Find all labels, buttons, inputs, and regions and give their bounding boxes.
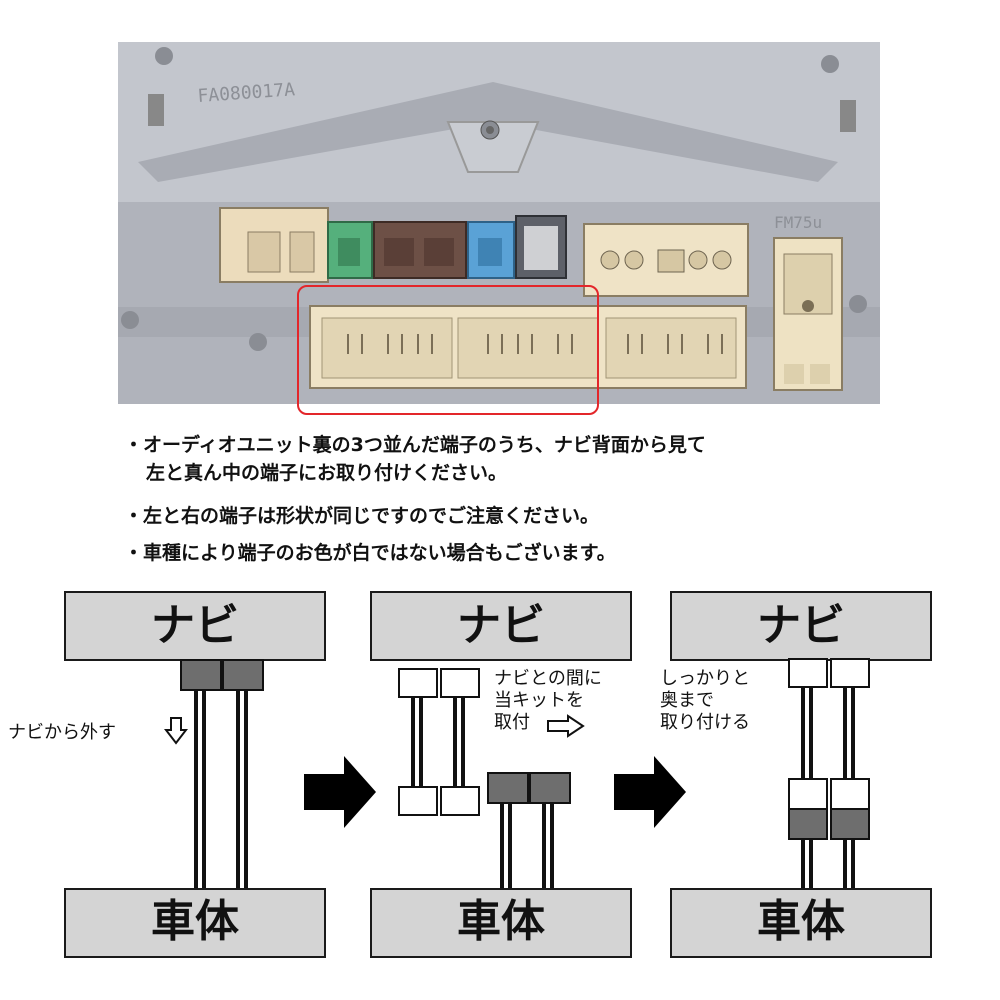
wire (453, 697, 457, 787)
connector-dark (830, 808, 870, 840)
navi-box: ナビ (370, 591, 632, 661)
connector-dark (487, 772, 529, 804)
audio-unit-photo: FA080017A FM75u (118, 42, 880, 404)
connector-white (788, 658, 828, 688)
wire (809, 687, 813, 779)
wire (194, 690, 198, 890)
connector-dark (788, 808, 828, 840)
wire (843, 839, 847, 890)
connector-dark (180, 659, 222, 691)
wire (542, 803, 546, 890)
install-label-line-3: 取付 (494, 712, 530, 733)
body-box: 車体 (670, 888, 932, 958)
note-line-3: ・左と右の端子は形状が同じですのでご注意ください。 (124, 505, 600, 527)
note-line-1: ・オーディオユニット裏の3つ並んだ端子のうち、ナビ背面から見て (124, 434, 706, 456)
wire (244, 690, 248, 890)
audio-unit-illustration: FA080017A FM75u (118, 42, 880, 404)
wire (508, 803, 512, 890)
wire (419, 697, 423, 787)
connector-dark (222, 659, 264, 691)
secure-label-line-1: しっかりと (660, 668, 750, 689)
body-box: 車体 (370, 888, 632, 958)
arrow-down-icon (164, 717, 188, 745)
wire (411, 697, 415, 787)
wire (461, 697, 465, 787)
wire (843, 687, 847, 779)
connector-white (830, 658, 870, 688)
install-label-line-2: 当キットを (494, 690, 584, 711)
install-label-line-1: ナビとの間に (494, 668, 602, 689)
connector-dark (529, 772, 571, 804)
navi-box: ナビ (64, 591, 326, 661)
model-text: FM75u (774, 213, 822, 232)
wire (202, 690, 206, 890)
connector-white (398, 786, 438, 816)
wire (550, 803, 554, 890)
wire (809, 839, 813, 890)
note-line-4: ・車種により端子のお色が白ではない場合もございます。 (124, 542, 616, 564)
connector-white (440, 786, 480, 816)
step-arrow-icon (614, 756, 686, 828)
secure-label-line-3: 取り付ける (660, 712, 750, 733)
note-line-2: 左と真ん中の端子にお取り付けください。 (146, 462, 508, 484)
wire (236, 690, 240, 890)
wire (851, 839, 855, 890)
connector-white (830, 778, 870, 810)
connector-white (398, 668, 438, 698)
wire (500, 803, 504, 890)
secure-label-line-2: 奥まで (660, 690, 714, 711)
wire (801, 687, 805, 779)
remove-label: ナビから外す (8, 722, 116, 743)
wire (801, 839, 805, 890)
connector-white (788, 778, 828, 810)
arrow-right-icon (547, 714, 585, 738)
connector-white (440, 668, 480, 698)
body-box: 車体 (64, 888, 326, 958)
highlight-frame (297, 285, 599, 415)
step-arrow-icon (304, 756, 376, 828)
wire (851, 687, 855, 779)
navi-box: ナビ (670, 591, 932, 661)
